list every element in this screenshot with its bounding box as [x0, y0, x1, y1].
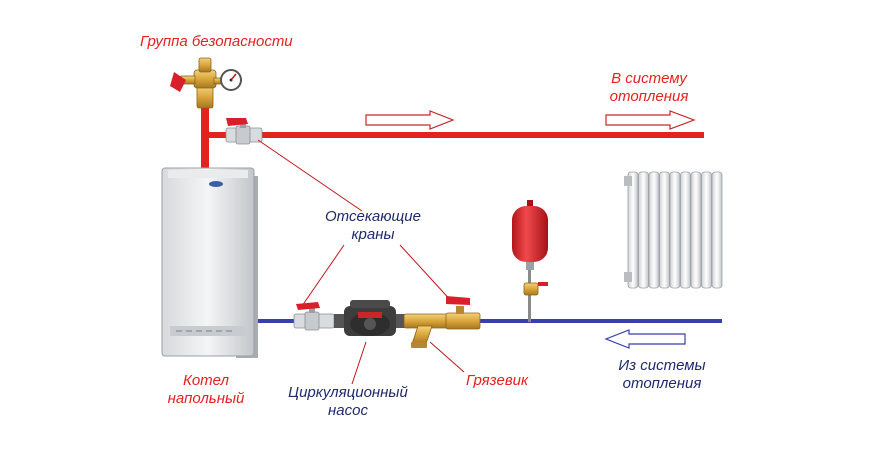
label-boiler-line2: напольный: [167, 390, 245, 407]
radiator-section: [711, 171, 723, 289]
flow-arrow-icon: [365, 110, 455, 130]
ball-valve-icon: [293, 302, 335, 331]
radiator-plug: [624, 176, 632, 186]
label-shutoff-valves: Отсекающие краны: [316, 208, 430, 244]
expansion-tank-icon: [512, 200, 548, 296]
pressure-gauge-icon: [220, 69, 242, 91]
label-boiler: Котел напольный: [156, 372, 256, 408]
boiler-icon: [161, 167, 258, 358]
label-strainer: Грязевик: [466, 372, 529, 389]
label-safety-group: Группа безопасности: [140, 33, 293, 50]
label-to-system: В систему отопления: [604, 70, 694, 106]
strainer-icon: [403, 313, 449, 348]
label-to-system-line2: отопления: [609, 88, 689, 105]
flow-arrow-icon: [604, 329, 686, 349]
supply-pipe: [201, 104, 704, 176]
radiator-plug: [624, 272, 632, 282]
label-from-system-line2: отопления: [622, 375, 702, 392]
return-pipe: [258, 270, 722, 323]
radiator-section: [627, 171, 639, 289]
ball-valve-icon: [225, 118, 263, 145]
label-pump-line1: Циркуляционный: [288, 384, 408, 401]
label-pump: Циркуляционный насос: [276, 384, 420, 420]
radiator-section: [659, 171, 670, 289]
leader-lines: [257, 139, 465, 385]
label-shutoff-line2: краны: [351, 226, 395, 243]
radiator-section: [648, 171, 660, 289]
radiator-section: [701, 171, 712, 289]
label-to-system-line1: В систему: [611, 70, 687, 87]
label-from-system: Из системы отопления: [612, 357, 712, 393]
circulation-pump-icon: [334, 300, 406, 336]
radiator-icon: [624, 171, 723, 289]
label-shutoff-line1: Отсекающие: [325, 208, 421, 225]
radiator-section: [638, 171, 649, 289]
label-pump-line2: насос: [328, 402, 368, 419]
radiator-section: [669, 171, 681, 289]
ball-valve-icon: [445, 296, 481, 330]
safety-group-icon: [170, 57, 227, 109]
radiator-section: [690, 171, 702, 289]
radiator-section: [680, 171, 691, 289]
label-from-system-line1: Из системы: [618, 357, 706, 374]
flow-arrow-icon: [605, 110, 696, 130]
label-boiler-line1: Котел: [183, 372, 229, 389]
